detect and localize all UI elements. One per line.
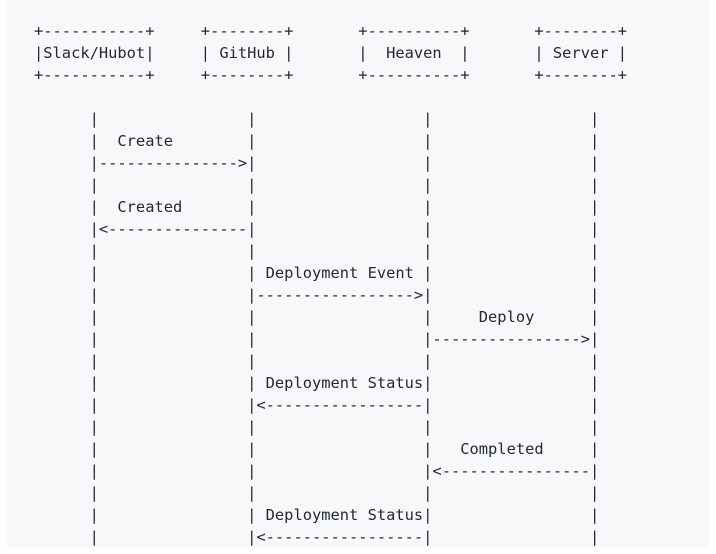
diagram-line-15: | | |---------------->| [34, 330, 600, 348]
diagram-line-8: | | | | [34, 176, 600, 194]
diagram-line-24: | |<-----------------| | [34, 528, 600, 546]
diagram-line-16: | | | | [34, 352, 600, 370]
diagram-line-22: | | | | [34, 484, 600, 502]
diagram-line-2: |Slack/Hubot| | GitHub | | Heaven | | Se… [34, 44, 628, 62]
diagram-line-13: | |----------------->| | [34, 286, 600, 304]
diagram-line-11: | | | | [34, 242, 600, 260]
diagram-line-9: | Created | | | [34, 198, 600, 216]
diagram-line-20: | | | Completed | [34, 440, 600, 458]
diagram-line-14: | | | Deploy | [34, 308, 600, 326]
ascii-sequence-diagram: +-----------+ +--------+ +----------+ +-… [34, 20, 627, 548]
diagram-line-18: | |<-----------------| | [34, 396, 600, 414]
diagram-line-5: | | | | [34, 110, 600, 128]
diagram-line-4 [34, 86, 627, 108]
diagram-line-7: |--------------->| | | [34, 154, 600, 172]
diagram-line-12: | | Deployment Event | | [34, 264, 600, 282]
diagram-line-10: |<---------------| | | [34, 220, 600, 238]
diagram-line-17: | | Deployment Status| | [34, 374, 600, 392]
diagram-line-19: | | | | [34, 418, 600, 436]
code-block: +-----------+ +--------+ +----------+ +-… [7, 0, 709, 547]
diagram-line-23: | | Deployment Status| | [34, 506, 600, 524]
diagram-line-1: +-----------+ +--------+ +----------+ +-… [34, 22, 628, 40]
diagram-line-6: | Create | | | [34, 132, 600, 150]
diagram-line-3: +-----------+ +--------+ +----------+ +-… [34, 66, 628, 84]
diagram-line-21: | | |<----------------| [34, 462, 600, 480]
